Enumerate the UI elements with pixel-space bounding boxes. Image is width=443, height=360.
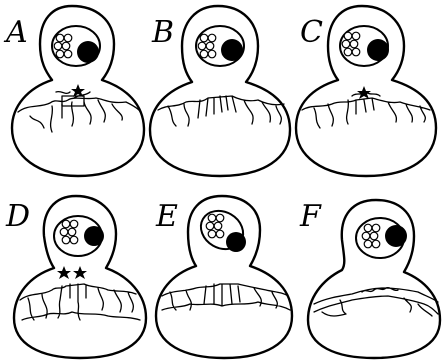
granules-e (206, 214, 224, 238)
membrane-network-d (20, 284, 140, 320)
panel-c: C (296, 6, 436, 176)
panel-label-b: B (151, 15, 174, 50)
granules-b (198, 34, 216, 58)
granules-d (60, 220, 78, 244)
panel-b: B (150, 6, 290, 176)
star-marker-d1 (57, 266, 71, 279)
dark-body-a (77, 41, 99, 63)
panel-a: A (3, 6, 144, 176)
star-marker-c (357, 86, 371, 99)
panel-d: D (5, 196, 146, 358)
star-marker-d2 (73, 266, 87, 279)
panel-label-a: A (3, 15, 28, 50)
dark-body-c (367, 39, 389, 61)
panel-label-c: C (300, 15, 323, 50)
membrane-network-f (314, 288, 438, 316)
panel-label-d: D (5, 199, 30, 234)
panel-f: F (299, 199, 440, 358)
panel-label-e: E (155, 199, 178, 234)
membrane-network-b (158, 96, 284, 126)
granules-c (342, 32, 360, 56)
dark-body-d (84, 226, 104, 246)
dark-body-f (385, 225, 407, 247)
membrane-network-c (302, 92, 430, 128)
membrane-network-e (162, 284, 290, 310)
panel-e: E (155, 196, 292, 358)
dark-body-e (226, 232, 246, 252)
granules-a (54, 34, 72, 58)
cell-outline-f (308, 200, 440, 358)
panel-label-f: F (299, 199, 322, 234)
dark-body-b (221, 39, 243, 61)
membrane-network-a (18, 92, 140, 132)
granules-f (362, 224, 380, 248)
cell-outline-d (14, 196, 146, 358)
